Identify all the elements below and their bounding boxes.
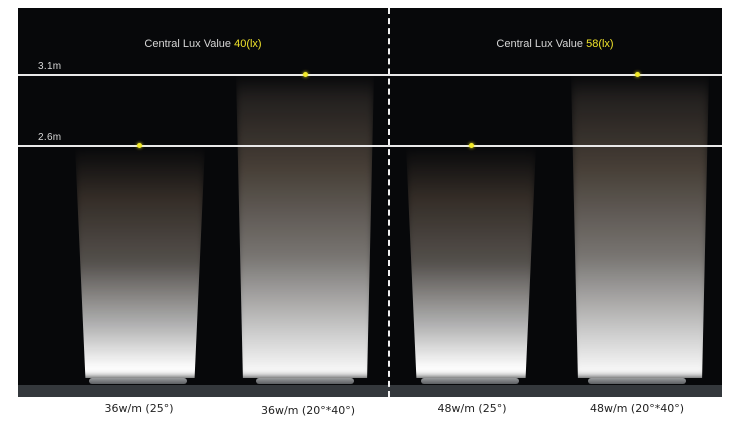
fixture-36w-25deg xyxy=(89,378,187,384)
lighting-diagram: 3.1m 2.6m Central Lux Value 40(lx) Centr… xyxy=(18,8,722,397)
caption-48w-20x40deg: 48w/m (20°*40°) xyxy=(590,402,684,415)
measure-dot-36w-25deg xyxy=(137,143,142,148)
fixture-48w-25deg xyxy=(421,378,519,384)
light-beam-36w-25deg xyxy=(75,146,205,378)
height-label-3-1m: 3.1m xyxy=(38,61,62,72)
fixture-36w-20x40deg xyxy=(256,378,354,384)
panel-divider xyxy=(388,8,390,397)
caption-36w-25deg: 36w/m (25°) xyxy=(104,402,174,415)
fixture-48w-20x40deg xyxy=(588,378,686,384)
height-line-2-6m xyxy=(18,145,722,147)
measure-dot-48w-25deg xyxy=(469,143,474,148)
lux-label: Central Lux Value xyxy=(144,38,232,50)
caption-48w-25deg: 48w/m (25°) xyxy=(437,402,507,415)
measure-dot-36w-20x40deg xyxy=(303,72,308,77)
light-beam-48w-20x40deg xyxy=(571,74,709,378)
floor-strip xyxy=(18,385,722,397)
height-line-3-1m xyxy=(18,74,722,76)
measure-dot-48w-20x40deg xyxy=(635,72,640,77)
height-label-2-6m: 2.6m xyxy=(38,132,62,143)
lux-label: Central Lux Value xyxy=(496,38,584,50)
lux-value: 40(lx) xyxy=(234,38,262,50)
light-beam-36w-20x40deg xyxy=(236,74,374,378)
lux-title-left: Central Lux Value 40(lx) xyxy=(18,38,388,50)
light-beam-48w-25deg xyxy=(406,146,536,378)
lux-value: 58(lx) xyxy=(586,38,614,50)
lux-title-right: Central Lux Value 58(lx) xyxy=(388,38,722,50)
caption-36w-20x40deg: 36w/m (20°*40°) xyxy=(261,404,355,417)
